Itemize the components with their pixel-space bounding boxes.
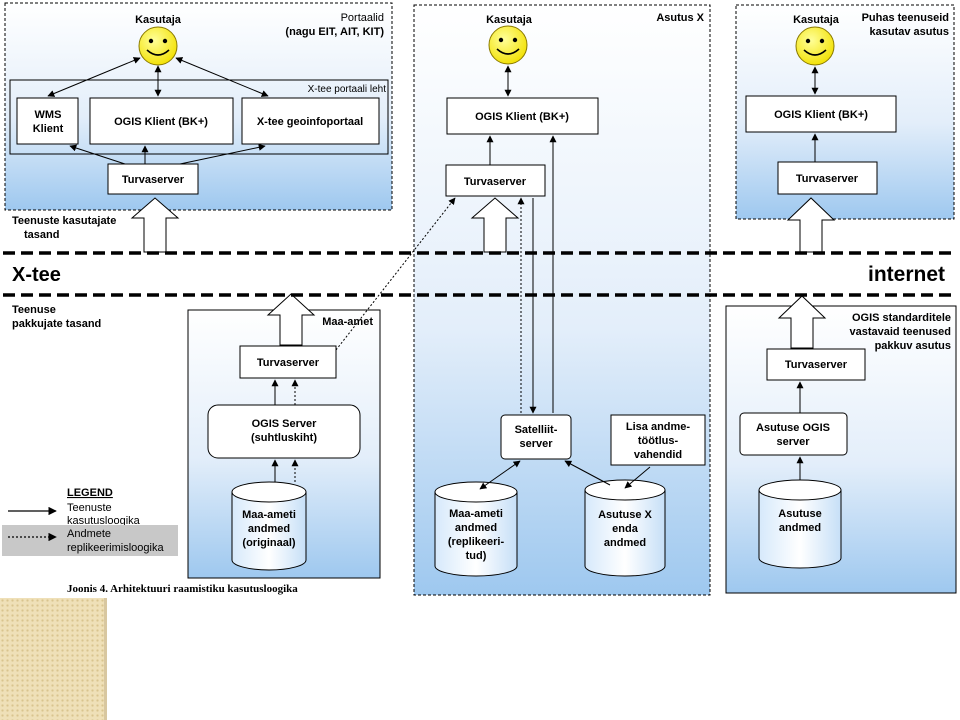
legend: LEGEND Teenuste kasutusloogika Andmete r… — [2, 487, 178, 556]
svg-text:töötlus-: töötlus- — [638, 435, 679, 447]
ogis-server-box: OGIS Server (suhtluskiht) — [207, 404, 361, 459]
svg-text:(replikeeri-: (replikeeri- — [448, 536, 505, 548]
svg-text:andmed: andmed — [248, 523, 290, 535]
region-asutus-x-name: Asutus X — [656, 12, 704, 24]
region-portals-name: Portaalid — [341, 12, 384, 24]
region-ogis-provider-line3: pakkuv asutus — [875, 340, 951, 352]
database-asutus-x-own: Asutuse X enda andmed — [584, 479, 666, 577]
tier-internet-label: internet — [868, 263, 945, 286]
region-ogis-provider-line1: OGIS standarditele — [852, 312, 951, 324]
svg-text:WMS: WMS — [35, 109, 62, 121]
inst-ogis-server-box: Asutuse OGIS server — [739, 412, 848, 456]
svg-text:server: server — [519, 438, 553, 450]
svg-text:Turvaserver: Turvaserver — [796, 173, 859, 185]
svg-text:OGIS Klient (BK+): OGIS Klient (BK+) — [774, 109, 868, 121]
tier-service-providers-line2: pakkujate tasand — [12, 318, 101, 330]
svg-text:OGIS Server: OGIS Server — [252, 418, 318, 430]
figure-caption: Joonis 4. Arhitektuuri raamistiku kasutu… — [67, 583, 298, 595]
svg-text:andmed: andmed — [779, 522, 821, 534]
user-label-pure-user: Kasutaja — [793, 14, 840, 26]
svg-text:Turvaserver: Turvaserver — [122, 174, 185, 186]
svg-text:Turvaserver: Turvaserver — [785, 359, 848, 371]
tier-service-providers-line1: Teenuse — [12, 304, 56, 316]
smiley-icon — [488, 25, 528, 65]
security-server-box-pure-user: Turvaserver — [777, 161, 878, 195]
portal-arrows — [47, 57, 269, 165]
tier-service-users-line2: tasand — [24, 229, 59, 241]
svg-text:enda: enda — [612, 523, 639, 535]
region-maa-amet-name: Maa-amet — [322, 316, 373, 328]
tier-xtee-label: X-tee — [12, 264, 61, 286]
svg-text:Asutuse OGIS: Asutuse OGIS — [756, 422, 830, 434]
svg-text:andmed: andmed — [604, 537, 646, 549]
svg-text:(originaal): (originaal) — [242, 537, 296, 549]
ogis-client-box-asutus-x: OGIS Klient (BK+) — [446, 97, 599, 135]
hollow-arrow-pure-user — [786, 197, 836, 253]
user-label-asutus-x: Kasutaja — [486, 14, 533, 26]
legend-repl-line1: Andmete — [67, 528, 111, 540]
smiley-icon — [138, 26, 178, 66]
satellite-server-box: Satelliit- server — [500, 414, 572, 460]
svg-text:Maa-ameti: Maa-ameti — [449, 508, 503, 520]
security-server-box-portals: Turvaserver — [107, 163, 199, 195]
svg-text:OGIS Klient (BK+): OGIS Klient (BK+) — [475, 111, 569, 123]
maa-amet-arrows — [271, 197, 456, 482]
svg-text:OGIS Klient (BK+): OGIS Klient (BK+) — [114, 116, 208, 128]
security-server-box-ogis-provider: Turvaserver — [766, 348, 866, 381]
database-inst-data: Asutuse andmed — [758, 479, 842, 569]
hollow-arrow-portals — [130, 197, 180, 253]
ogis-client-box-portals: OGIS Klient (BK+) — [89, 97, 234, 145]
svg-text:X-tee geoinfoportaal: X-tee geoinfoportaal — [257, 116, 363, 128]
svg-text:server: server — [776, 436, 810, 448]
svg-text:Klient: Klient — [33, 123, 64, 135]
security-server-box-maa-amet: Turvaserver — [239, 345, 337, 379]
svg-text:tud): tud) — [466, 550, 487, 562]
svg-text:vahendid: vahendid — [634, 449, 682, 461]
legend-usage-line2: kasutusloogika — [67, 515, 141, 527]
hollow-arrow-ogis-provider — [777, 295, 827, 349]
svg-text:Turvaserver: Turvaserver — [257, 357, 320, 369]
legend-repl-line2: replikeerimisloogika — [67, 542, 164, 554]
hollow-arrow-asutus-x — [470, 197, 520, 253]
svg-text:Asutuse X: Asutuse X — [598, 509, 652, 521]
portal-page-label: X-tee portaali leht — [308, 84, 387, 95]
region-ogis-provider-line2: vastavaid teenused — [850, 326, 952, 338]
tier-service-users-line1: Teenuste kasutajate — [12, 215, 116, 227]
svg-text:andmed: andmed — [455, 522, 497, 534]
svg-text:Asutuse: Asutuse — [778, 508, 821, 520]
wms-client-box: WMS Klient — [16, 97, 79, 145]
region-portals-subtitle: (nagu EIT, AIT, KIT) — [285, 26, 384, 38]
svg-text:Satelliit-: Satelliit- — [515, 424, 558, 436]
decorative-pattern — [0, 598, 106, 720]
security-server-box-asutus-x: Turvaserver — [445, 164, 546, 197]
decorative-pattern-edge — [104, 598, 107, 720]
legend-usage-line1: Teenuste — [67, 502, 112, 514]
ogis-client-box-pure-user: OGIS Klient (BK+) — [745, 95, 897, 133]
hollow-arrow-maa-amet — [266, 293, 316, 346]
svg-text:(suhtluskiht): (suhtluskiht) — [251, 432, 317, 444]
database-maa-amet-replicated: Maa-ameti andmed (replikeeri- tud) — [434, 481, 518, 577]
legend-shade — [2, 525, 178, 556]
smiley-icon — [795, 26, 835, 66]
extra-tools-box: Lisa andme- töötlus- vahendid — [610, 414, 706, 466]
asutus-x-lower-arrows — [479, 135, 651, 490]
svg-text:Lisa andme-: Lisa andme- — [626, 421, 691, 433]
region-pure-user-line2: kasutav asutus — [870, 26, 949, 38]
legend-title: LEGEND — [67, 487, 113, 499]
database-maa-amet-original: Maa-ameti andmed (originaal) — [231, 481, 307, 571]
xtee-geoportal-box: X-tee geoinfoportaal — [241, 97, 380, 145]
asutus-x-arrows — [486, 65, 512, 165]
svg-text:Maa-ameti: Maa-ameti — [242, 509, 296, 521]
svg-text:Turvaserver: Turvaserver — [464, 176, 527, 188]
user-label-portals: Kasutaja — [135, 14, 182, 26]
region-pure-user-line1: Puhas teenuseid — [862, 12, 949, 24]
